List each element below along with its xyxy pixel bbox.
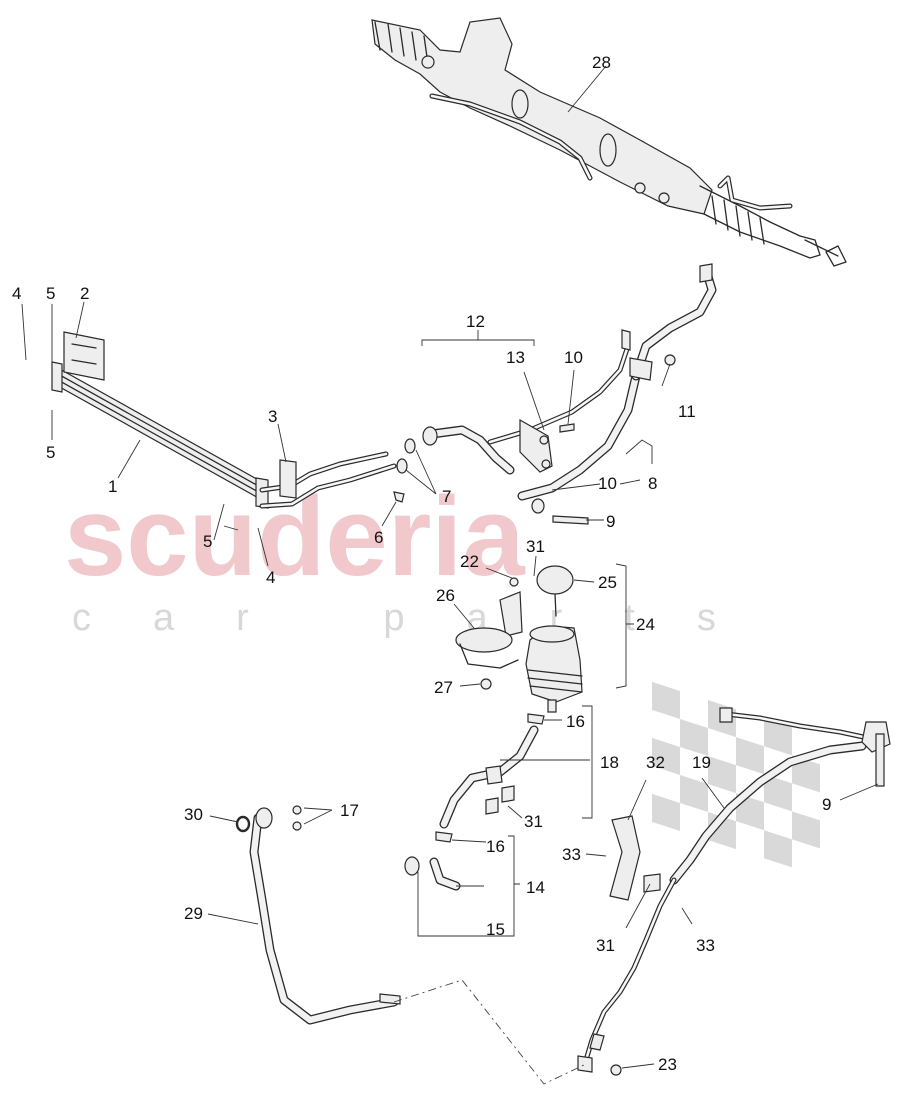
callout-24: 24 (636, 615, 655, 634)
callout-31a: 31 (526, 537, 545, 556)
nut-17a (292, 805, 302, 815)
callout-13: 13 (506, 348, 525, 367)
fluid-reservoir (525, 565, 583, 713)
high-pressure-hose (577, 707, 891, 1073)
reservoir-bracket (455, 577, 523, 690)
suction-hose (439, 713, 545, 829)
pressure-hose (517, 263, 717, 525)
callout-9a: 9 (606, 512, 615, 531)
pipe-section (404, 831, 461, 891)
callout-25: 25 (598, 573, 617, 592)
oil-cooler (51, 361, 269, 509)
callout-11: 11 (678, 402, 696, 421)
bolt-9-lower (875, 733, 885, 787)
nut-17b (292, 821, 302, 831)
callout-15: 15 (486, 920, 505, 939)
callout-5b: 5 (46, 443, 55, 462)
callout-22: 22 (460, 552, 479, 571)
callout-16b: 16 (486, 837, 505, 856)
callout-10b: 10 (598, 474, 617, 493)
mount-31c (643, 873, 661, 893)
checkered-flag-watermark (652, 681, 820, 868)
callout-4b: 4 (266, 568, 275, 587)
callout-6: 6 (374, 528, 383, 547)
callout-26: 26 (436, 586, 455, 605)
bracket-32 (609, 815, 641, 901)
callout-23: 23 (658, 1055, 677, 1074)
return-hose (422, 329, 631, 475)
bolt-10 (559, 423, 575, 433)
callout-33a: 33 (562, 845, 581, 864)
callout-31c: 31 (596, 936, 615, 955)
leader-lines (21, 65, 879, 1069)
callout-12: 12 (466, 312, 485, 331)
callout-14: 14 (526, 878, 545, 897)
bolt-23 (610, 1064, 622, 1076)
callout-18: 18 (600, 753, 619, 772)
connection-line (393, 979, 587, 1085)
callout-5c: 5 (203, 532, 212, 551)
o-ring-30 (235, 815, 251, 833)
callout-29: 29 (184, 904, 203, 923)
callout-7: 7 (442, 487, 451, 506)
callout-2: 2 (80, 284, 89, 303)
callout-4a: 4 (12, 284, 21, 303)
washer-11 (664, 354, 676, 366)
callout-8: 8 (648, 474, 657, 493)
watermark-tagline: car parts (72, 597, 778, 639)
callout-1: 1 (108, 477, 117, 496)
callout-5a: 5 (46, 284, 55, 303)
callout-33b: 33 (696, 936, 715, 955)
steering-rack (371, 17, 847, 267)
callout-31b: 31 (524, 812, 543, 831)
callout-9b: 9 (822, 795, 831, 814)
callout-16a: 16 (566, 712, 585, 731)
feed-hose (249, 807, 401, 1025)
callout-19: 19 (692, 753, 711, 772)
callout-17: 17 (340, 801, 359, 820)
callout-27: 27 (434, 678, 453, 697)
callout-30: 30 (184, 805, 203, 824)
cooler-lines (259, 438, 416, 509)
callout-10a: 10 (564, 348, 583, 367)
callout-labels: 1 2 3 4 4 5 5 5 6 7 8 9 9 10 10 11 12 13… (12, 53, 831, 1074)
mounting-bracket (63, 331, 105, 381)
callout-28: 28 (592, 53, 611, 72)
callout-3: 3 (268, 407, 277, 426)
callout-32: 32 (646, 753, 665, 772)
